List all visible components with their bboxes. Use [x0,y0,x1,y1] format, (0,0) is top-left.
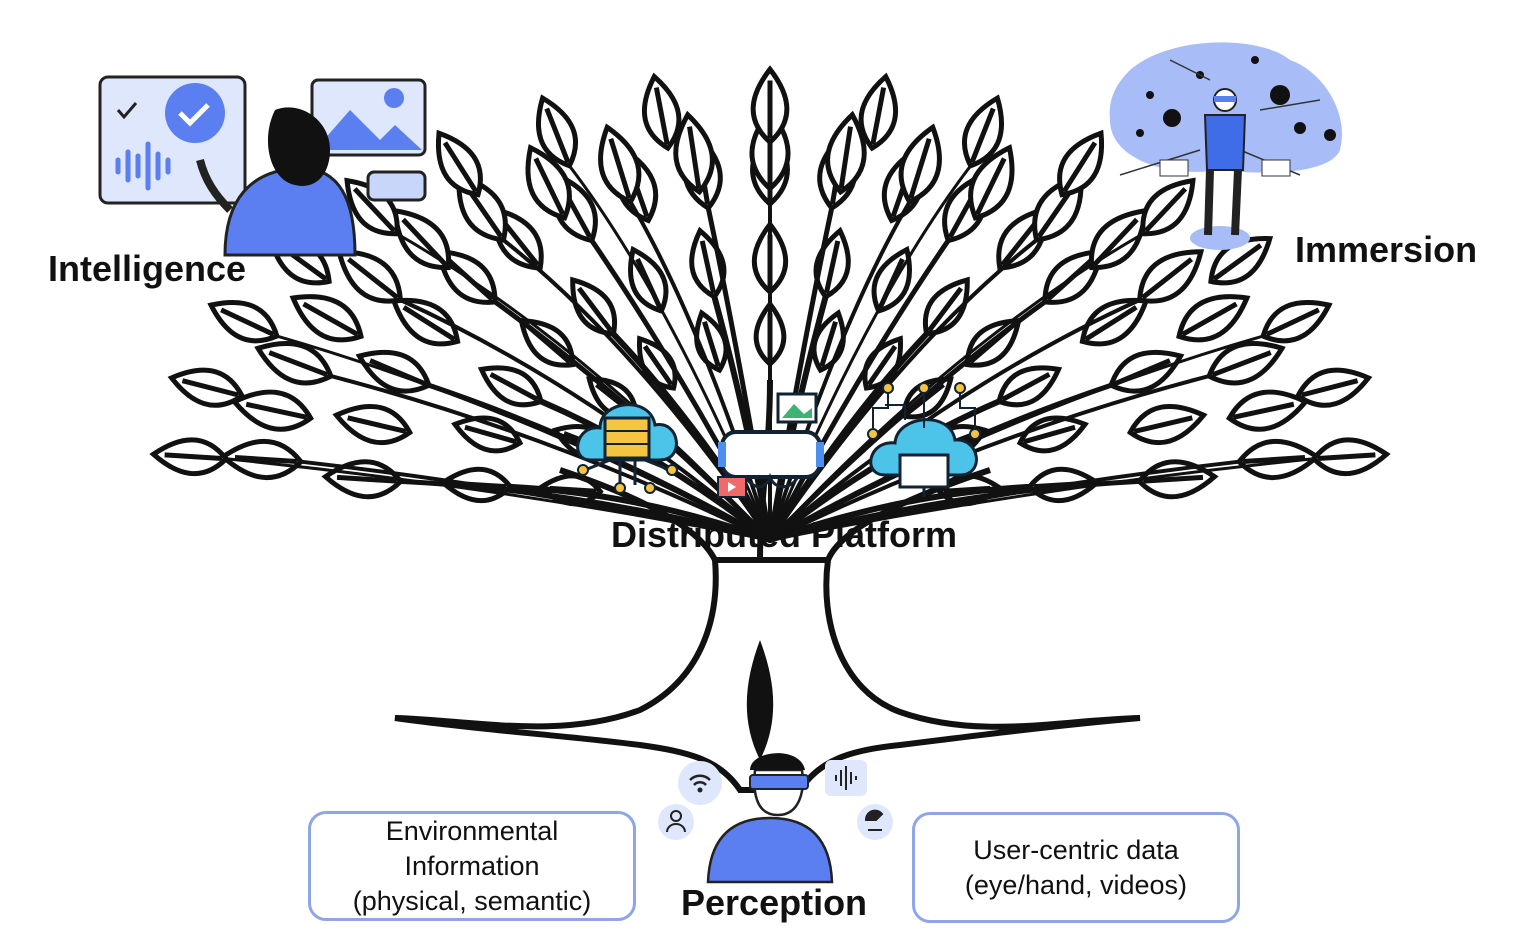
environmental-information-box: Environmental Information (physical, sem… [308,811,636,921]
leaf [628,245,669,315]
user-centric-data-box: User-centric data (eye/hand, videos) [912,812,1240,923]
leaf [996,365,1063,408]
leaf [207,300,280,344]
box-line: Information [404,850,540,881]
leaf [167,367,246,408]
branch [275,334,772,542]
leaf [968,144,1015,221]
leaf [1016,415,1089,454]
leaf [641,72,682,152]
leaf [898,123,942,205]
box-line: Environmental [385,815,559,846]
box-line: User-centric data [973,834,1179,865]
leaf [289,294,364,343]
leaf [750,65,790,146]
leaf [1176,294,1251,343]
leaf [1294,367,1373,408]
leaf [598,123,642,205]
leaf [1205,341,1286,386]
leaf [825,110,867,196]
leaf [344,177,400,237]
box-line: (eye/hand, videos) [964,869,1188,900]
intelligence-illustration [98,75,427,257]
leaf [570,276,618,337]
tree-leaves [149,65,1391,507]
branch [328,374,772,542]
leaf [535,94,579,169]
branch [768,457,1316,542]
box-line: (physical, semantic) [352,885,592,916]
branch [768,199,912,542]
branch [768,232,1145,542]
leaf [1136,249,1205,304]
leaf [1057,129,1105,198]
trunk-shadow [746,640,774,760]
vr-headset-icon [717,392,824,498]
branch [767,238,951,543]
leaf [149,437,230,477]
leaf [451,415,524,454]
branch [767,205,835,543]
leaf [1126,403,1208,445]
perception-label: Perception [681,882,868,923]
distributed-platform-label: Distributed Platform [611,514,958,555]
leaf [1260,300,1333,344]
leaf [1208,236,1274,286]
branch [224,457,772,542]
branch [768,374,1212,542]
branch [768,238,1039,542]
leaf [922,276,970,337]
leaf [673,110,715,196]
intelligence-label: Intelligence [48,248,247,289]
leaf [1140,177,1196,237]
leaf [1226,389,1310,432]
branch [768,334,1265,542]
leaf [218,438,305,480]
leaf [230,389,314,432]
leaf [435,129,483,198]
immersion-label: Immersion [1295,229,1478,270]
leaf [871,245,912,315]
leaf [858,72,899,152]
leaf [332,403,414,445]
branch [768,298,1142,542]
immersion-illustration [1109,42,1342,250]
cloud-computer-icon [867,382,981,497]
leaf [477,365,544,408]
leaf [254,341,335,386]
leaf [1310,437,1391,477]
leaf [525,144,572,221]
perception-illustration [658,753,893,884]
cloud-server-icon [576,403,678,494]
branch [398,298,772,542]
leaf [961,94,1005,169]
